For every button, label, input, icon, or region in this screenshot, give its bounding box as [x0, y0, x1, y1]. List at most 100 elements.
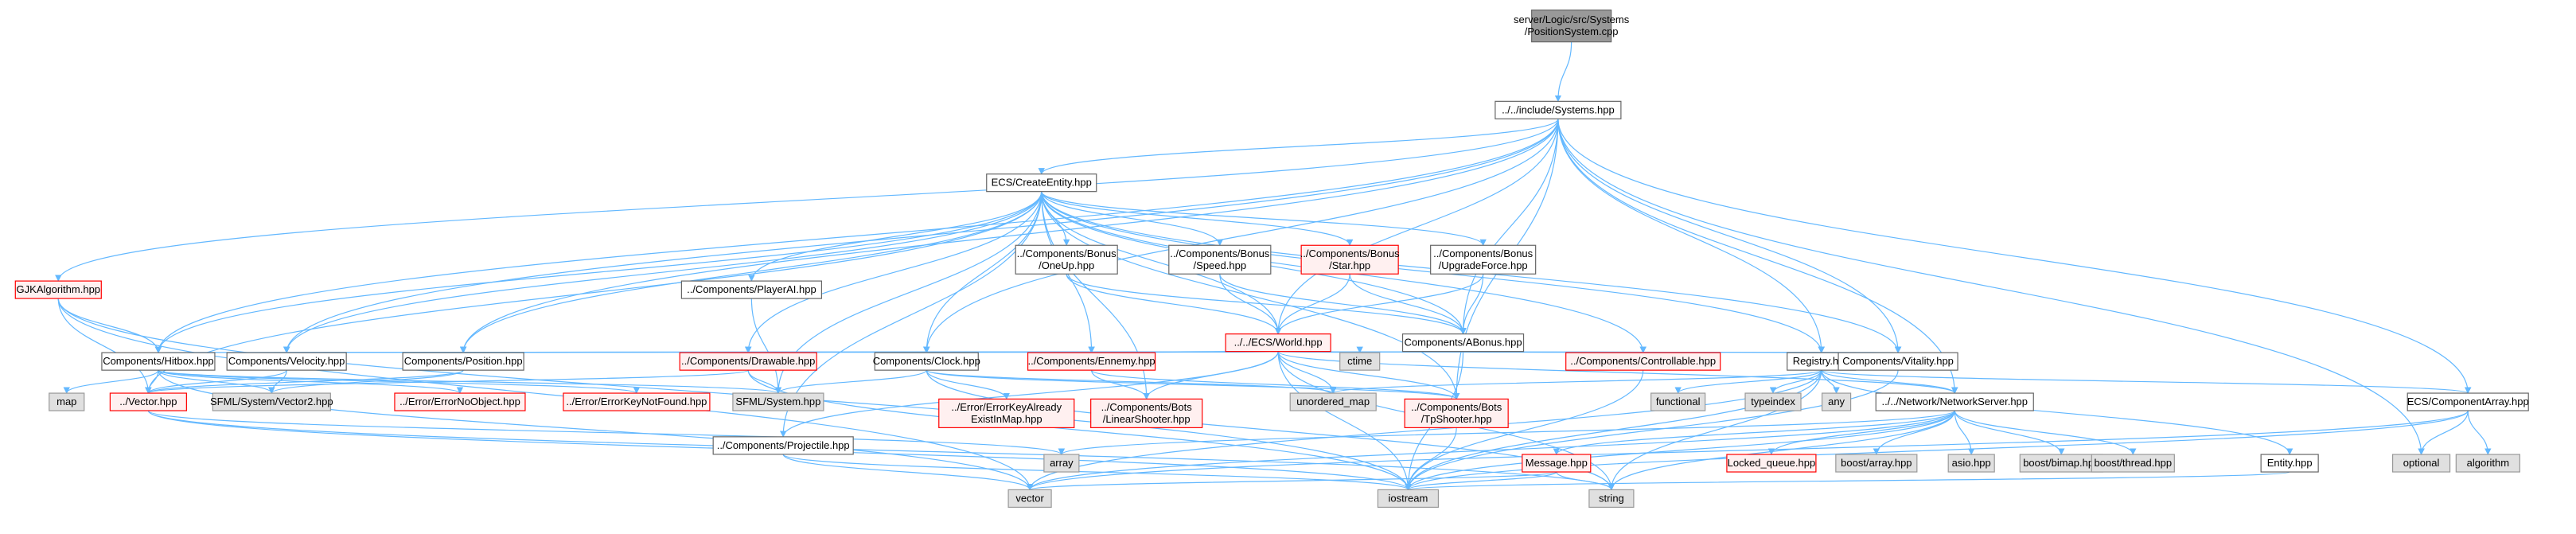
node-box-optional [2391, 454, 2451, 473]
node-label-clock-0: Components/Clock.hpp [873, 355, 980, 367]
edge-projectile-to-vector [782, 454, 1034, 491]
node-algorithm: algorithm [2455, 454, 2520, 473]
node-bonus_star[interactable]: ../Components/Bonus/Star.hpp [1300, 244, 1401, 275]
node-locked_queue[interactable]: Locked_queue.hpp [1726, 454, 1817, 473]
node-label-boost_bimap-0: boost/bimap.hpp [2023, 457, 2099, 469]
node-linear_shooter[interactable]: ../Components/Bots/LinearShooter.hpp [1090, 398, 1203, 428]
edge-registry-to-string [1608, 370, 1822, 491]
node-gjk[interactable]: GJKAlgorithm.hpp [14, 280, 102, 299]
node-systems_hpp[interactable]: ../../include/Systems.hpp [1495, 100, 1622, 119]
node-box-world [1225, 333, 1331, 353]
node-box-err_keyalready [938, 398, 1075, 428]
edge-systems_hpp-to-network_server [1557, 119, 1958, 394]
node-player_ai[interactable]: ../Components/PlayerAI.hpp [680, 280, 822, 299]
node-abonus[interactable]: Components/ABonus.hpp [1401, 333, 1525, 353]
node-label-player_ai-0: ../Components/PlayerAI.hpp [687, 283, 816, 295]
edge-clock-to-tp_shooter [926, 369, 1460, 400]
node-ennemy[interactable]: ../Components/Ennemy.hpp [1027, 352, 1156, 371]
edge-clock-to-err_keyalready [926, 369, 1010, 400]
node-label-network_server-0: ../../Network/NetworkServer.hpp [1882, 396, 2028, 407]
node-box-root [1531, 10, 1612, 43]
edges-layer [55, 41, 2492, 491]
edge-systems_hpp-to-world [1274, 119, 1559, 335]
nodes-layer: server/Logic/src/Systems/PositionSystem.… [14, 10, 2529, 509]
node-err_noobject[interactable]: ../Error/ErrorNoObject.hpp [394, 392, 526, 411]
node-box-drawable [679, 352, 817, 371]
node-box-systems_hpp [1495, 100, 1622, 119]
edge-component_array-to-optional [2418, 410, 2469, 455]
edge-systems_hpp-to-hitbox [154, 119, 1559, 353]
node-err_keynotfound[interactable]: ../Error/ErrorKeyNotFound.hpp [563, 392, 711, 411]
node-create_entity[interactable]: ECS/CreateEntity.hpp [986, 173, 1097, 193]
node-vector_hpp[interactable]: ../Vector.hpp [109, 392, 187, 411]
node-box-linear_shooter [1090, 398, 1203, 428]
node-label-bonus_oneup-1: /OneUp.hpp [1039, 259, 1094, 271]
edge-create_entity-to-bonus_upgrade [1041, 191, 1487, 247]
edge-clock-to-sfml_system [774, 369, 927, 394]
node-root[interactable]: server/Logic/src/Systems/PositionSystem.… [1514, 10, 1630, 43]
node-box-unordered_map [1289, 392, 1377, 411]
node-vitality[interactable]: Components/Vitality.hpp [1837, 352, 1958, 371]
node-box-algorithm [2455, 454, 2520, 473]
edge-create_entity-to-hitbox [154, 191, 1042, 353]
edge-create_entity-to-player_ai [748, 191, 1042, 282]
edge-systems_hpp-to-gjk [55, 119, 1559, 282]
node-box-ctime [1339, 352, 1381, 371]
node-position[interactable]: Components/Position.hpp [402, 352, 524, 371]
node-controllable[interactable]: ../Components/Controllable.hpp [1565, 352, 1721, 371]
node-message[interactable]: Message.hpp [1522, 454, 1592, 473]
node-component_array[interactable]: ECS/ComponentArray.hpp [2406, 392, 2529, 411]
edge-registry-to-component_array [1821, 369, 2471, 394]
node-vector: vector [1007, 489, 1052, 509]
node-label-err_keynotfound-0: ../Error/ErrorKeyNotFound.hpp [566, 396, 707, 407]
node-box-map [49, 392, 85, 411]
edge-network_server-to-boost_bimap [1954, 410, 2065, 455]
edge-drawable-to-vector_hpp [145, 369, 749, 394]
edge-vitality-to-iostream [1405, 370, 1899, 491]
node-bonus_oneup[interactable]: ../Components/Bonus/OneUp.hpp [1015, 244, 1118, 275]
node-projectile[interactable]: ../Components/Projectile.hpp [712, 436, 854, 455]
node-box-asio [1947, 454, 1995, 473]
node-label-message-0: Message.hpp [1526, 457, 1588, 469]
node-drawable[interactable]: ../Components/Drawable.hpp [679, 352, 817, 371]
node-label-ctime-0: ctime [1347, 355, 1372, 367]
edge-systems_hpp-to-create_entity [1038, 119, 1559, 175]
edge-bonus_oneup-to-abonus [1066, 274, 1467, 335]
node-bonus_upgrade[interactable]: ../Components/Bonus/UpgradeForce.hpp [1430, 244, 1537, 275]
edge-create_entity-to-tp_shooter [1041, 191, 1460, 400]
edge-network_server-to-iostream [1405, 410, 1955, 491]
node-velocity[interactable]: Components/Velocity.hpp [226, 352, 347, 371]
node-entity[interactable]: Entity.hpp [2260, 454, 2319, 473]
node-box-ennemy [1027, 352, 1156, 371]
node-label-hitbox-0: Components/Hitbox.hpp [103, 355, 213, 367]
node-label-root-0: server/Logic/src/Systems [1514, 14, 1630, 25]
edge-vector_hpp-to-string [147, 410, 1615, 491]
node-tp_shooter[interactable]: ../Components/Bots/TpShooter.hpp [1404, 398, 1509, 428]
node-world[interactable]: ../../ECS/World.hpp [1225, 333, 1331, 353]
node-label-map-0: map [57, 396, 76, 407]
edge-message-to-string [1556, 471, 1615, 491]
node-box-position [402, 352, 524, 371]
node-bonus_speed[interactable]: ../Components/Bonus/Speed.hpp [1168, 244, 1272, 275]
edge-network_server-to-vector [1027, 410, 1955, 491]
node-label-boost_array-0: boost/array.hpp [1841, 457, 1912, 469]
node-label-controllable-0: ../Components/Controllable.hpp [1570, 355, 1716, 367]
node-clock[interactable]: Components/Clock.hpp [873, 352, 980, 371]
node-box-iostream [1377, 489, 1440, 509]
edge-systems_hpp-to-position [460, 119, 1559, 353]
node-label-sfml_vector2-0: SFML/System/Vector2.hpp [210, 396, 333, 407]
edge-registry-to-typeindex [1769, 369, 1822, 394]
edge-create_entity-to-bonus_speed [1041, 191, 1223, 247]
edge-network_server-to-asio [1954, 411, 1975, 455]
node-box-vitality [1837, 352, 1958, 371]
edge-hitbox-to-map [63, 369, 159, 394]
edge-create_entity-to-bonus_star [1041, 191, 1354, 247]
edge-network_server-to-locked_queue [1767, 410, 1955, 455]
edge-ennemy-to-linear_shooter [1090, 369, 1150, 400]
edge-vector_hpp-to-array [147, 410, 1065, 455]
node-network_server[interactable]: ../../Network/NetworkServer.hpp [1875, 392, 2034, 411]
node-hitbox[interactable]: Components/Hitbox.hpp [101, 352, 216, 371]
node-box-bonus_speed [1168, 244, 1272, 275]
node-box-vector [1007, 489, 1052, 509]
